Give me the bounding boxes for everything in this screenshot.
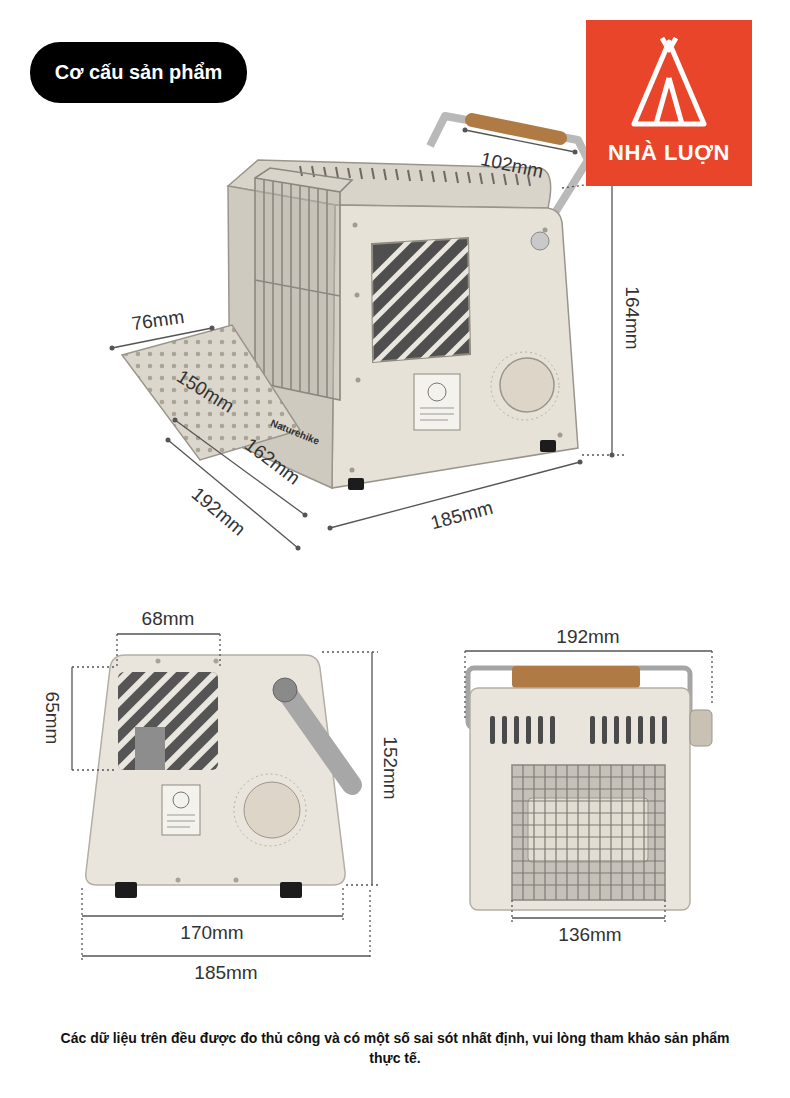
front-grill [512,765,665,900]
dimension-label: 136mm [556,925,623,946]
side-face [332,205,578,488]
side-window-slats [118,672,218,770]
side-knob [244,782,300,838]
title-pill: Cơ cấu sản phẩm [30,42,247,103]
front-wooden-grip [512,666,640,688]
dimension-label: 68mm [140,609,197,630]
plate-lines [420,408,454,420]
side-dimension-lines [72,634,378,960]
brand-logo: NHÀ LUỢN [586,20,752,186]
dimension-label: 170mm [178,923,245,944]
side-plate-icon [173,792,189,808]
front-grill-wires [512,765,665,900]
side-handle-arm [285,690,352,785]
side-knob-scale [234,774,306,846]
side-plate-lines [167,815,195,827]
brand-name: NHÀ LUỢN [608,140,730,166]
dimension-label: 150mm [171,365,239,418]
wooden-grip [472,120,560,138]
side-view [86,650,352,898]
dimension-label: 152mm [380,734,401,801]
foot [115,882,137,898]
foot [540,440,556,452]
dimension-ends [110,128,615,551]
side-plate [162,785,200,835]
dimension-label: 76mm [128,307,187,336]
front-vents [490,716,667,744]
side-window-inset [135,727,165,770]
section-title: Cơ cấu sản phẩm [55,61,223,84]
front-body [470,688,690,910]
screws [350,223,563,473]
knob-scale [491,352,559,420]
knob [500,358,554,412]
dimension-label: 185mm [427,497,497,535]
front-knob [690,710,712,746]
dimension-lines [112,130,624,548]
foot [348,478,364,490]
dimension-label: 102mm [477,149,547,183]
side-body [86,655,345,885]
plate-icon [428,383,446,401]
window [372,238,470,362]
dimension-label: 162mm [239,433,305,490]
warning-plate [414,374,460,430]
side-pivot [273,678,297,702]
perspective-view [122,116,588,490]
dimension-label: 192mm [185,482,250,541]
screws [156,659,239,883]
front-dimension-lines [465,651,712,922]
front-element [528,798,648,862]
dimension-label: 192mm [554,627,621,648]
dimension-label: 65mm [42,690,63,747]
dimension-label: 185mm [192,963,259,984]
footnote: Các dữ liệu trên đều được đo thủ công và… [45,1028,745,1069]
foot [280,882,302,898]
grill-cage [255,168,352,400]
front-view [468,666,712,910]
shelf [122,325,300,460]
brand-mark: Naturehike [267,416,323,447]
dimension-label: 164mm [622,284,643,351]
handle-pivot [531,232,549,250]
window-slats [350,220,490,376]
